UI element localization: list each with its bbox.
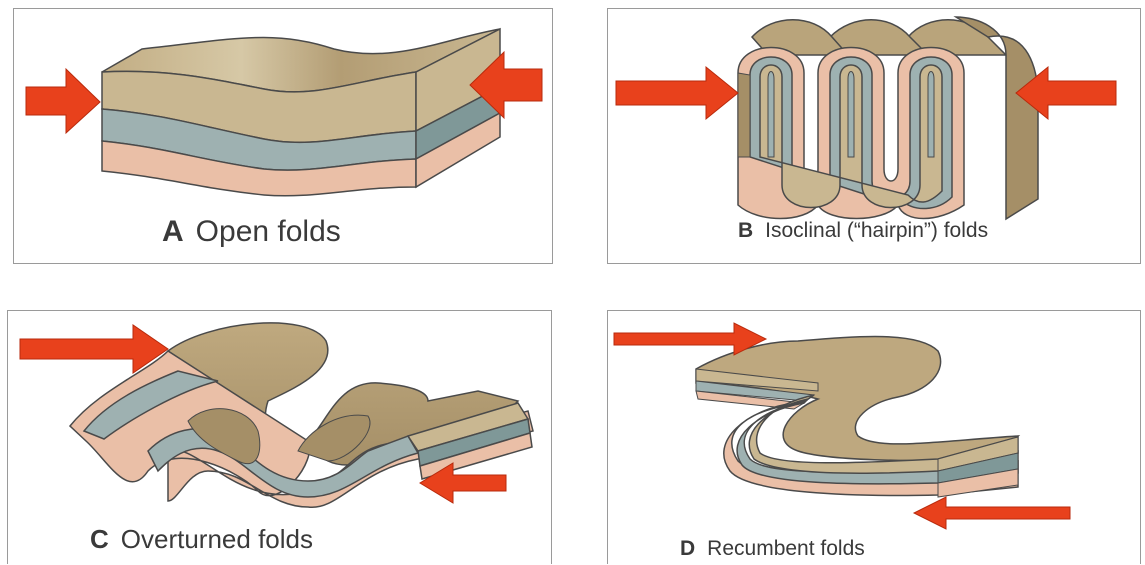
hairpin-folds — [738, 48, 964, 219]
arrow-left-icon — [914, 497, 1070, 529]
arrow-right-icon — [20, 325, 168, 373]
arrow-right-icon — [26, 69, 100, 133]
recumbent-folds-diagram — [608, 311, 1141, 564]
arrow-right-icon — [616, 67, 738, 119]
arrow-right-icon — [614, 323, 766, 355]
